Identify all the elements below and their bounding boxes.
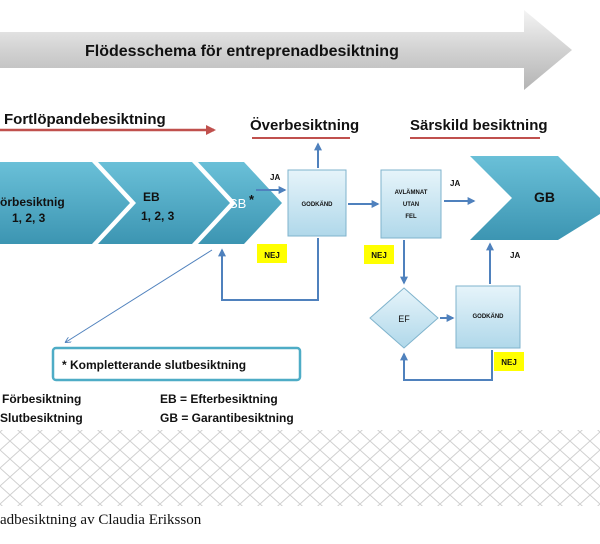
section-fortlopande: Fortlöpandebesiktning xyxy=(4,111,166,128)
badge-nej-2 xyxy=(364,245,394,264)
arrow-sb-to-note xyxy=(66,249,213,342)
legend-gb: GB = Garantibesiktning xyxy=(160,411,294,425)
chevron-forbesiktning xyxy=(0,162,130,244)
note-text: * Kompletterande slutbesiktning xyxy=(62,358,246,372)
badge-nej-1 xyxy=(257,244,287,263)
label-ja-3: JA xyxy=(510,251,520,260)
badge-nej-3 xyxy=(494,352,524,371)
box-avlamnat-text-3: FEL xyxy=(405,214,417,220)
caption: adbesiktning av Claudia Eriksson xyxy=(0,512,202,528)
section-overbesiktning: Överbesiktning xyxy=(250,117,359,134)
box-godkand-1 xyxy=(287,169,347,237)
chevron-gb xyxy=(470,156,600,240)
legend-eb: EB = Efterbesiktning xyxy=(160,392,278,406)
header-arrow xyxy=(0,10,572,90)
diamond-ef xyxy=(369,287,439,349)
box-godkand-2-text: GODKÄND xyxy=(473,313,505,320)
pattern-background xyxy=(0,430,600,506)
label-nej-3: NEJ xyxy=(501,358,517,367)
chevron-sb xyxy=(198,162,282,244)
box-avlamnat-text-1: AVLÄMNAT xyxy=(395,189,428,196)
arrow-nej-loop-1 xyxy=(218,238,319,301)
diamond-ef-text: EF xyxy=(398,314,410,324)
chevron-gb-label: GB xyxy=(534,189,555,205)
chevron-sb-label: SB xyxy=(229,196,246,211)
chevron-eb-label: EB xyxy=(143,190,160,204)
chevron-sb-star: * xyxy=(249,192,255,207)
note-box xyxy=(51,346,302,382)
legend-fb: Förbesiktning xyxy=(2,392,81,406)
arrow-nej-loop-2 xyxy=(400,350,493,381)
chevron-eb xyxy=(98,162,230,244)
box-godkand-1-text: GODKÄND xyxy=(302,201,334,208)
label-nej-1: NEJ xyxy=(264,251,280,260)
section-sarskild: Särskild besiktning xyxy=(410,117,548,134)
box-avlamnat xyxy=(380,169,442,239)
label-ja-1: JA xyxy=(270,173,280,182)
chevron-eb-numbers: 1, 2, 3 xyxy=(141,209,175,223)
box-godkand-2 xyxy=(455,285,521,349)
header-title: Flödesschema för entreprenadbesiktning xyxy=(85,43,399,60)
box-avlamnat-text-2: UTAN xyxy=(403,202,419,208)
label-ja-2: JA xyxy=(450,179,460,188)
chevron-fb-label: örbesiktnig xyxy=(0,195,65,209)
legend-sb: Slutbesiktning xyxy=(0,411,83,425)
label-nej-2: NEJ xyxy=(371,251,387,260)
chevron-fb-numbers: 1, 2, 3 xyxy=(12,211,46,225)
